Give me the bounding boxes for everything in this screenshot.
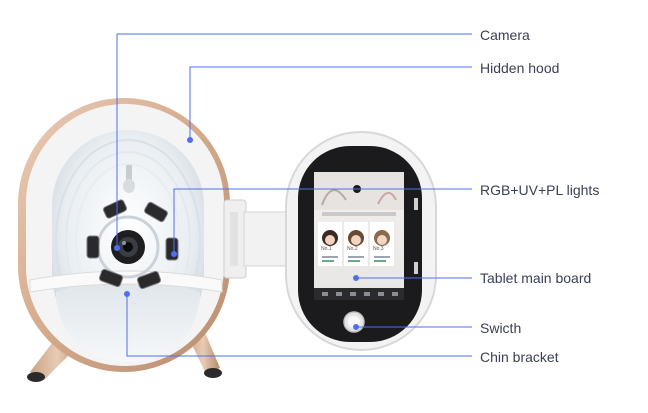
tablet-unit xyxy=(286,132,436,350)
callout-chin-bracket-label: Chin bracket xyxy=(480,349,559,365)
callout-tablet-board-label: Tablet main board xyxy=(480,270,591,286)
hinge xyxy=(224,200,288,278)
callout-switch-label: Swicth xyxy=(480,320,521,336)
callout-hidden-hood-label: Hidden hood xyxy=(480,60,559,76)
callout-line-hood xyxy=(190,67,472,140)
tablet-card-1-label: No.1 xyxy=(321,246,332,252)
callout-camera-label: Camera xyxy=(480,27,530,43)
tablet-card-2-label: No.2 xyxy=(347,246,358,252)
callout-lights-label: RGB+UV+PL lights xyxy=(480,182,599,198)
tablet-card-3-label: No.3 xyxy=(373,246,384,252)
face-thumbnails xyxy=(318,222,394,266)
